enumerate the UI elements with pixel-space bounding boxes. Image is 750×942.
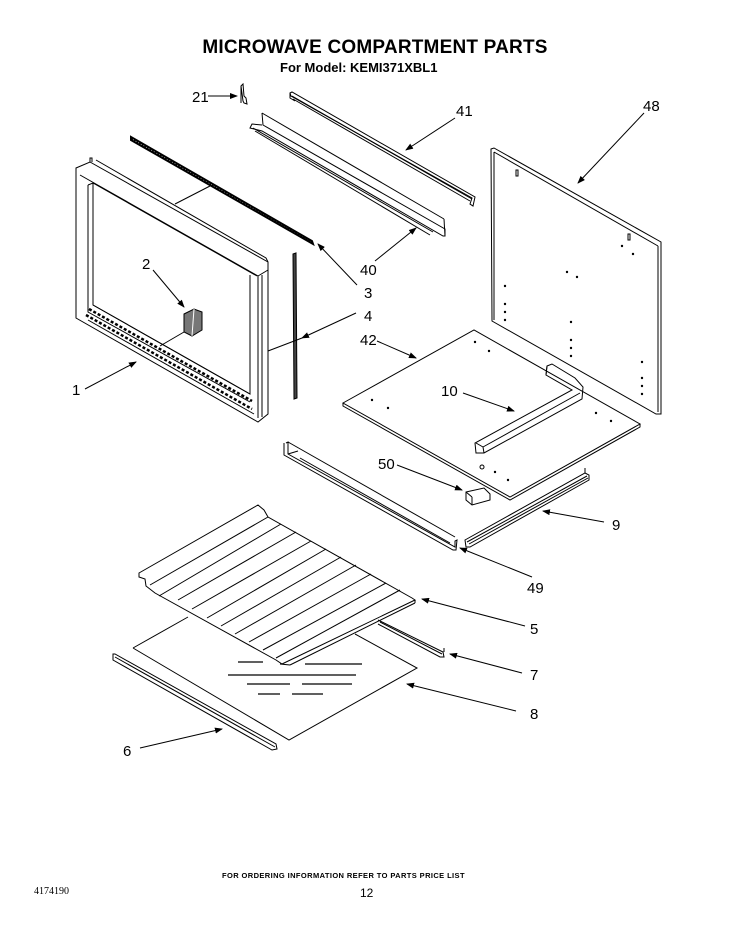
- part-5-tray[interactable]: [138, 504, 417, 666]
- callout-48[interactable]: 48: [643, 98, 660, 115]
- part-42-floor-plate[interactable]: [341, 329, 642, 501]
- part-8-sheet[interactable]: [132, 616, 419, 741]
- callout-6[interactable]: 6: [123, 743, 131, 760]
- part-3-gasket-strip[interactable]: [130, 135, 315, 247]
- page-number: 12: [360, 886, 374, 900]
- callout-5[interactable]: 5: [530, 621, 538, 638]
- part-41-top-rail[interactable]: [289, 91, 476, 207]
- callout-40[interactable]: 40: [360, 262, 377, 279]
- part-50-spacer[interactable]: [465, 487, 491, 506]
- part-2-block[interactable]: [183, 308, 203, 337]
- callout-7[interactable]: 7: [530, 667, 538, 684]
- callout-1[interactable]: 1: [72, 382, 80, 399]
- part-49-side-rail[interactable]: [283, 441, 458, 551]
- leader-lines: [84, 93, 645, 749]
- page-title: MICROWAVE COMPARTMENT PARTS: [202, 37, 548, 58]
- part-4-vertical-gasket[interactable]: [292, 252, 298, 400]
- model-subtitle: For Model: KEMI371XBL1: [280, 60, 438, 75]
- part-5-ribs: [149, 516, 401, 659]
- part-8-sheet-text: [228, 661, 362, 695]
- callout-3[interactable]: 3: [364, 285, 372, 302]
- callout-4[interactable]: 4: [364, 308, 372, 325]
- callout-21[interactable]: 21: [192, 89, 209, 106]
- ordering-info-note: FOR ORDERING INFORMATION REFER TO PARTS …: [222, 871, 465, 880]
- part-21-clip[interactable]: [240, 82, 248, 105]
- callout-2[interactable]: 2: [142, 256, 150, 273]
- callout-50[interactable]: 50: [378, 456, 395, 473]
- callout-10[interactable]: 10: [441, 383, 458, 400]
- part-42-holes: [370, 340, 613, 482]
- callout-labels: 21 41 48 40 3 4 42 2 1 10 50 9 49 5 7 8 …: [72, 89, 660, 760]
- document-number: 4174190: [34, 886, 69, 897]
- part-40-angle-channel[interactable]: [249, 112, 446, 237]
- part-48-rear-panel[interactable]: [490, 147, 662, 415]
- callout-41[interactable]: 41: [456, 103, 473, 120]
- callout-49[interactable]: 49: [527, 580, 544, 597]
- part-9-side-rail[interactable]: [464, 468, 590, 548]
- callout-8[interactable]: 8: [530, 706, 538, 723]
- part-48-holes: [503, 244, 644, 396]
- part-6-front-strip[interactable]: [112, 653, 278, 751]
- callout-9[interactable]: 9: [612, 517, 620, 534]
- part-7-rail[interactable]: [377, 619, 445, 658]
- callout-42[interactable]: 42: [360, 332, 377, 349]
- part-1-front-frame[interactable]: [75, 157, 269, 423]
- part-10-bracket[interactable]: [474, 363, 584, 454]
